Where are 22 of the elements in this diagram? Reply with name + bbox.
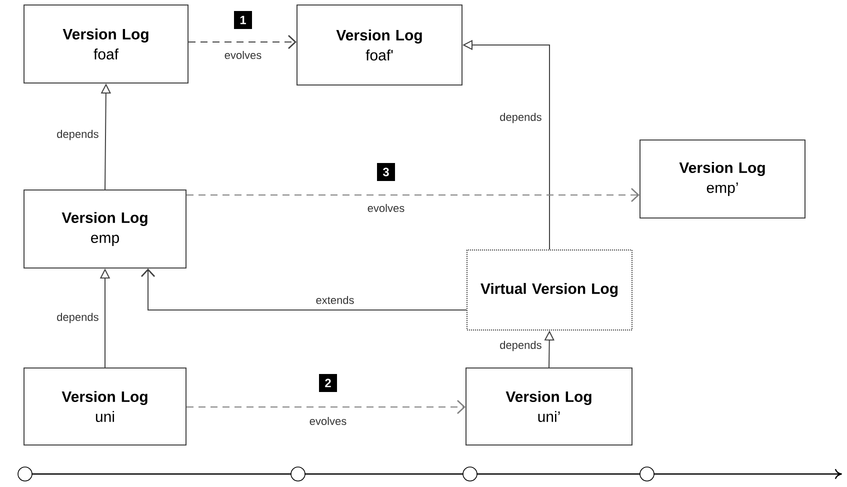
version-log-box: Version Log uni [24, 368, 186, 446]
edge-label: evolves [366, 202, 406, 214]
edge-label: depends [56, 312, 100, 324]
arrow [188, 34, 296, 50]
version-log-box: Version Log emp’ [640, 140, 806, 218]
edge-label: depends [56, 128, 100, 142]
edge-label: evolves [223, 50, 263, 60]
edge-label: depends [498, 112, 543, 124]
version-log-box: Virtual Version Log [466, 250, 632, 330]
callout-number: 3 [377, 163, 395, 181]
edge-label: extends [314, 294, 356, 306]
arrow [141, 268, 467, 310]
callout-number: 2 [319, 374, 337, 392]
version-log-box: Version Log uni’ [466, 368, 632, 446]
edge-label: depends [498, 340, 543, 352]
version-log-box: Version Log emp [24, 190, 186, 268]
version-log-box: Version Log foaf [24, 4, 188, 84]
arrow [186, 400, 466, 414]
version-log-box: Version Log foaf' [296, 4, 462, 86]
edge-label: evolves [308, 416, 348, 426]
callout-number: 1 [234, 11, 252, 29]
arrow [186, 188, 640, 202]
